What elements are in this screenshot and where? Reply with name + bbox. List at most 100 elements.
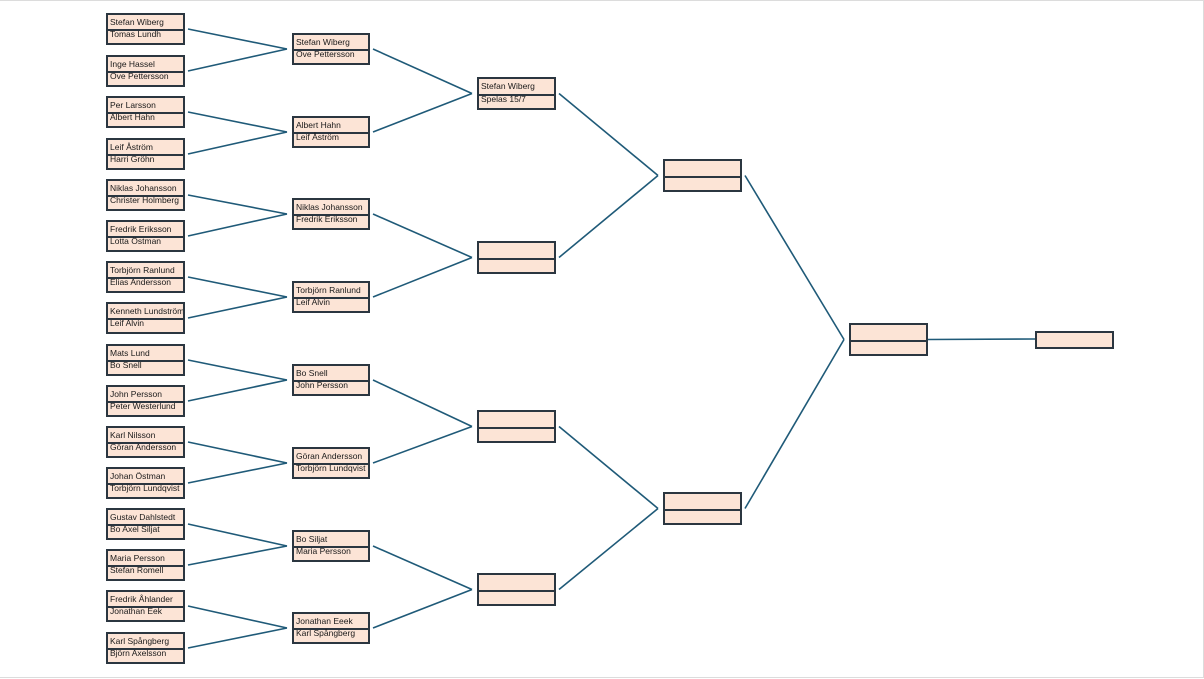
player-slot: Per Larsson bbox=[108, 98, 183, 114]
player-slot: Albert Hahn bbox=[294, 118, 368, 134]
connector-line bbox=[187, 441, 288, 464]
player-slot: Albert Hahn bbox=[110, 112, 155, 122]
player-slot: Inge Hassel bbox=[108, 57, 183, 73]
connector-line bbox=[187, 194, 288, 215]
player-slot: Kenneth Lundström bbox=[108, 304, 183, 320]
player-slot bbox=[479, 425, 554, 442]
player-slot: Leif Åström bbox=[108, 140, 183, 156]
connector-line bbox=[558, 425, 659, 510]
player-slot: Stefan Wiberg bbox=[294, 35, 368, 51]
player-slot: Göran Andersson bbox=[294, 449, 368, 465]
connector-line bbox=[744, 175, 845, 340]
player-slot: John Persson bbox=[296, 380, 348, 390]
player-slot: Peter Westerlund bbox=[110, 401, 176, 411]
connector-line bbox=[372, 213, 473, 259]
match-box-round4-2 bbox=[663, 492, 742, 525]
player-slot: Lotta Östman bbox=[110, 236, 162, 246]
player-slot bbox=[665, 494, 740, 511]
player-slot: Leif Alvin bbox=[296, 297, 331, 307]
match-box-round3-2 bbox=[477, 241, 556, 274]
player-slot: Bo Snell bbox=[110, 360, 142, 370]
player-slot: Stefan Wiberg bbox=[479, 79, 554, 96]
connector-line bbox=[372, 545, 473, 591]
player-slot: Björn Axelsson bbox=[110, 648, 167, 658]
connector-line bbox=[187, 48, 288, 72]
player-slot: Bo Siljat bbox=[294, 532, 368, 548]
player-slot: Stefan Wiberg bbox=[108, 15, 183, 31]
player-slot bbox=[851, 338, 926, 355]
player-slot: Ove Pettersson bbox=[296, 49, 355, 59]
player-slot: Fredrik Eriksson bbox=[108, 222, 183, 238]
player-slot: Torbjörn Ranlund bbox=[108, 263, 183, 279]
player-slot: Leif Alvin bbox=[110, 318, 145, 328]
champion-box bbox=[1035, 331, 1114, 349]
player-slot: Jonathan Eeek bbox=[294, 614, 368, 630]
player-slot: Spelas 15/7 bbox=[481, 93, 526, 104]
connector-line bbox=[187, 523, 288, 547]
player-slot: Mats Lund bbox=[108, 346, 183, 362]
connector-line bbox=[187, 627, 288, 649]
connector-line bbox=[187, 213, 288, 237]
player-slot bbox=[479, 256, 554, 273]
connector-line bbox=[187, 462, 288, 484]
player-slot: Fredrik Åhlander bbox=[108, 592, 183, 608]
player-slot: Niklas Johansson bbox=[294, 200, 368, 216]
player-slot: Gustav Dahlstedt bbox=[108, 510, 183, 526]
player-slot: Tomas Lundh bbox=[110, 29, 162, 39]
connector-line bbox=[558, 174, 659, 259]
player-slot: Karl Spångberg bbox=[296, 628, 356, 638]
player-slot: Torbjörn Lundqvist bbox=[296, 463, 366, 473]
player-slot bbox=[665, 507, 740, 524]
player-slot: Bo Snell bbox=[294, 366, 368, 382]
connector-line bbox=[372, 92, 473, 133]
connector-line bbox=[187, 379, 288, 402]
player-slot: Göran Andersson bbox=[110, 442, 177, 452]
player-slot: Karl Nilsson bbox=[108, 428, 183, 444]
player-slot: Niklas Johansson bbox=[108, 181, 183, 197]
player-slot: Torbjörn Lundqvist bbox=[110, 483, 180, 493]
player-slot: Harri Gröhn bbox=[110, 154, 155, 164]
connector-line bbox=[187, 131, 288, 155]
connector-line bbox=[187, 545, 288, 566]
player-slot bbox=[479, 243, 554, 260]
connector-line bbox=[187, 359, 288, 381]
player-slot bbox=[665, 174, 740, 191]
player-slot: Elias Andersson bbox=[110, 277, 171, 287]
player-slot: Karl Spångberg bbox=[108, 634, 183, 650]
player-slot bbox=[479, 412, 554, 429]
connector-line bbox=[187, 111, 288, 133]
player-slot bbox=[479, 575, 554, 592]
connector-line bbox=[187, 28, 288, 50]
connector-line bbox=[927, 338, 1036, 341]
connector-line bbox=[744, 339, 845, 509]
player-slot: Johan Östman bbox=[108, 469, 183, 485]
connector-line bbox=[372, 48, 473, 95]
player-slot: Christer Holmberg bbox=[110, 195, 179, 205]
match-box-round3-3 bbox=[477, 410, 556, 443]
connector-line bbox=[558, 92, 659, 177]
player-slot bbox=[479, 588, 554, 605]
connector-line bbox=[372, 379, 473, 428]
connector-line bbox=[558, 507, 659, 591]
player-slot bbox=[665, 161, 740, 178]
player-slot bbox=[851, 325, 926, 342]
